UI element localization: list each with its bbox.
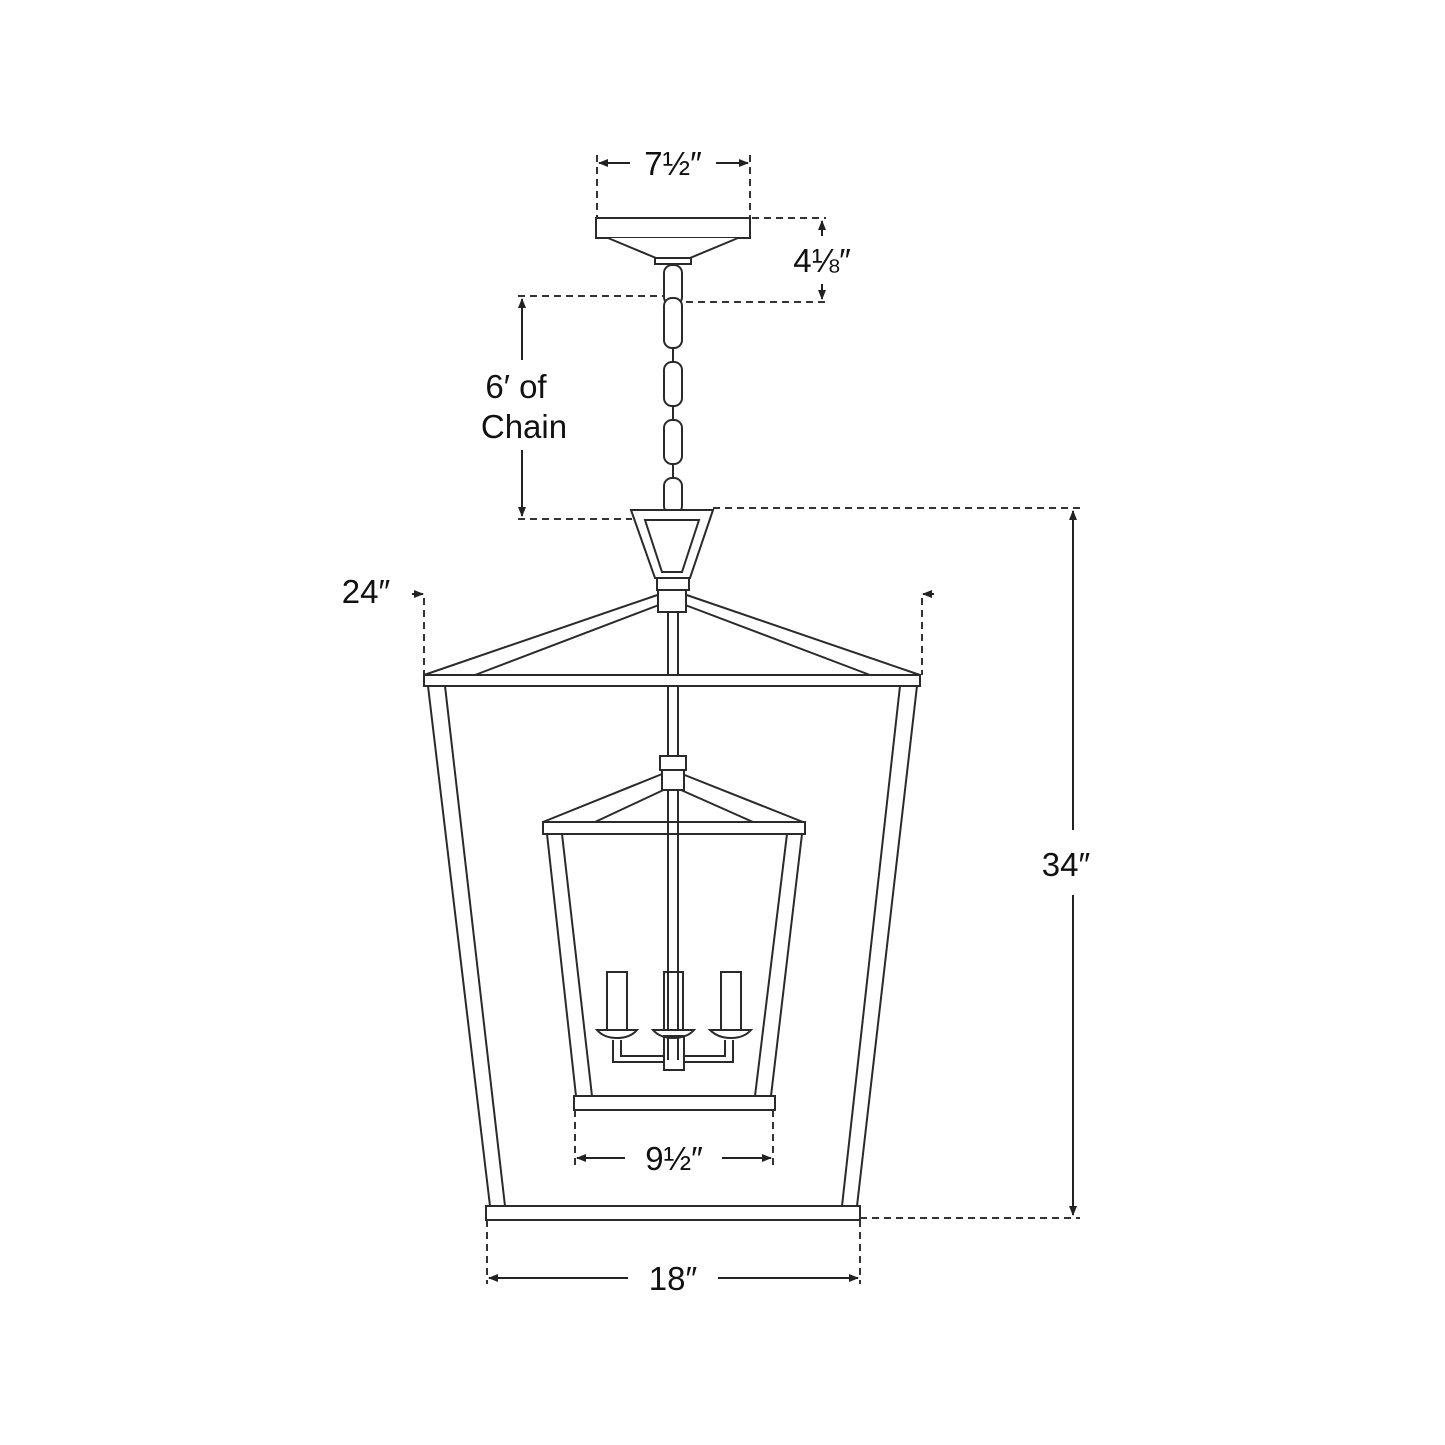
canopy-height-dimension: 4⅛″ xyxy=(686,217,851,303)
canopy-height-label: 4⅛″ xyxy=(793,242,851,279)
overall-height-dimension: 34″ xyxy=(713,507,1091,1219)
outer-lantern xyxy=(423,509,921,1221)
canopy xyxy=(595,217,751,265)
canopy-width-label: 7½″ xyxy=(644,145,702,182)
chain-label-line1: 6′ of xyxy=(485,368,547,405)
base-width-dimension: 18″ xyxy=(486,1220,861,1297)
canopy-width-dimension: 7½″ xyxy=(596,145,751,218)
chain-label-line2: Chain xyxy=(481,408,567,445)
inner-base-label: 9½″ xyxy=(645,1140,703,1177)
chain xyxy=(663,264,683,523)
overall-height-label: 34″ xyxy=(1042,846,1091,883)
overall-width-label: 24″ xyxy=(342,573,391,610)
overall-width-dimension: 24″ xyxy=(342,573,934,675)
inner-lantern xyxy=(542,755,806,1111)
base-width-label: 18″ xyxy=(649,1260,698,1297)
candle-cluster xyxy=(594,971,754,1071)
chain-length-dimension: 6′ of Chain xyxy=(481,295,664,520)
inner-base-dimension: 9½″ xyxy=(574,1110,774,1177)
